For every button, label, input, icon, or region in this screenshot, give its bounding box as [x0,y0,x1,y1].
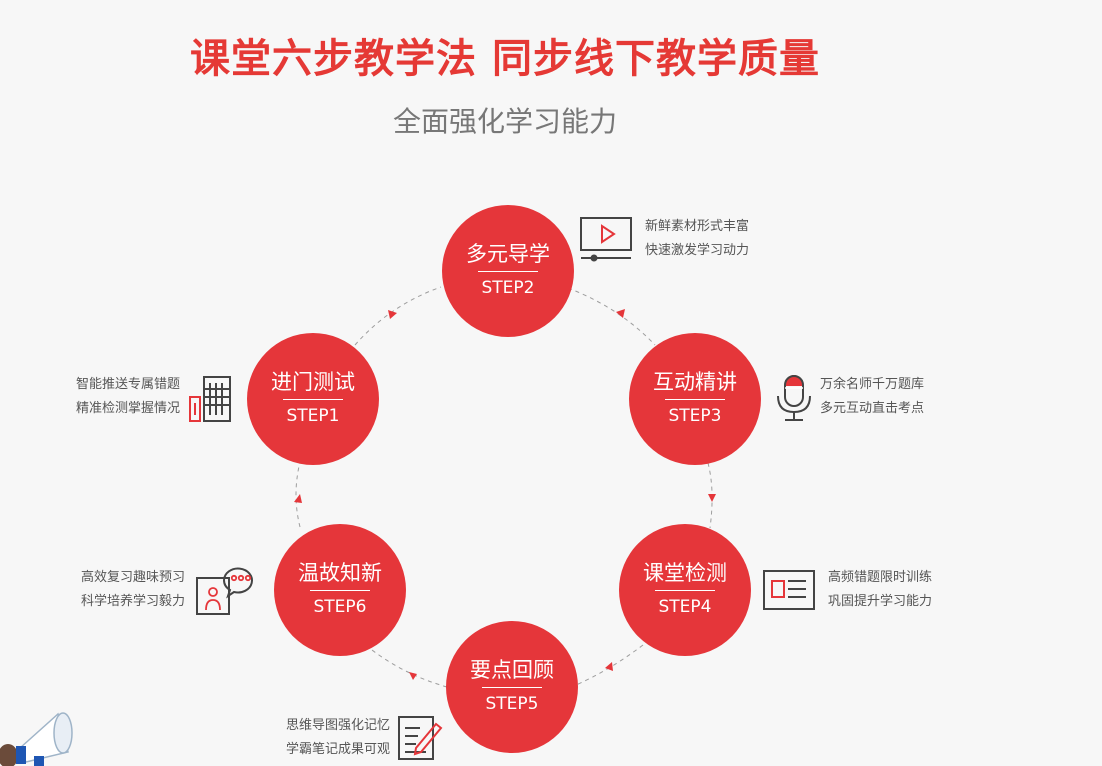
description-line: 学霸笔记成果可观 [285,742,390,757]
step-name: 多元导学 [466,242,550,266]
connector-step5-step6 [371,649,448,688]
step-circle-5: 要点回顾 STEP5 [446,621,578,753]
description-line: 高效复习趣味预习 [80,570,185,585]
step-divider [482,687,542,688]
arrow-step4-step5 [605,662,613,671]
step-name: 温故知新 [298,561,382,585]
connector-step6-step1 [295,461,301,528]
step-label: STEP6 [313,597,367,617]
step6-description: 高效复习趣味预习 科学培养学习毅力 [35,566,185,614]
description-line: 万余名师千万题库 [820,377,925,392]
page-subtitle: 全面强化学习能力 [392,105,617,138]
step-divider [478,271,538,272]
step-circle-6: 温故知新 STEP6 [274,524,406,656]
step-circle-2: 多元导学 STEP2 [442,205,574,337]
step3-description: 万余名师千万题库 多元互动直击考点 [820,373,924,421]
step5-description: 思维导图强化记忆 学霸笔记成果可观 [240,714,390,762]
step1-description: 智能推送专属错题 精准检测掌握情况 [30,373,180,421]
description-line: 巩固提升学习能力 [828,594,933,609]
step-divider [310,590,370,591]
step-divider [655,590,715,591]
notes-pencil-icon [398,716,443,760]
newspaper-icon [763,570,815,610]
megaphone-icon [0,712,73,766]
description-line: 高频错题限时训练 [828,570,933,585]
step-name: 要点回顾 [470,658,554,682]
chat-person-icon [196,567,253,615]
step-name: 互动精讲 [653,370,737,394]
page-title: 课堂六步教学法 同步线下教学质量 [190,36,820,82]
step-name: 进门测试 [271,370,355,394]
step-label: STEP4 [658,597,712,617]
step-label: STEP2 [481,278,535,298]
step-divider [283,399,343,400]
step-label: STEP3 [668,406,722,426]
step4-description: 高频错题限时训练 巩固提升学习能力 [828,566,932,614]
step-label: STEP5 [485,694,539,714]
arrow-step6-step1 [294,494,302,503]
step-circle-4: 课堂检测 STEP4 [619,524,751,656]
description-line: 快速激发学习动力 [645,243,750,258]
connector-step2-step3 [567,287,656,346]
description-line: 科学培养学习毅力 [80,594,185,609]
description-line: 新鲜素材形式丰富 [645,219,750,234]
connector-step1-step2 [354,286,442,346]
step-name: 课堂检测 [643,561,727,585]
arrow-step5-step6 [409,672,417,680]
arrow-step3-step4 [708,494,716,502]
arrow-step1-step2 [388,310,397,319]
description-line: 精准检测掌握情况 [75,401,180,416]
step-divider [665,399,725,400]
step-circle-3: 互动精讲 STEP3 [629,333,761,465]
step-circle-1: 进门测试 STEP1 [247,333,379,465]
building-icon [189,376,231,422]
microphone-icon [777,375,811,421]
video-player-icon [580,217,632,262]
description-line: 智能推送专属错题 [75,377,180,392]
description-line: 多元互动直击考点 [820,401,925,416]
connector-step3-step4 [707,462,713,529]
step-label: STEP1 [286,406,340,426]
description-line: 思维导图强化记忆 [285,718,390,733]
step2-description: 新鲜素材形式丰富 快速激发学习动力 [645,215,749,263]
arrow-step2-step3 [616,309,625,318]
